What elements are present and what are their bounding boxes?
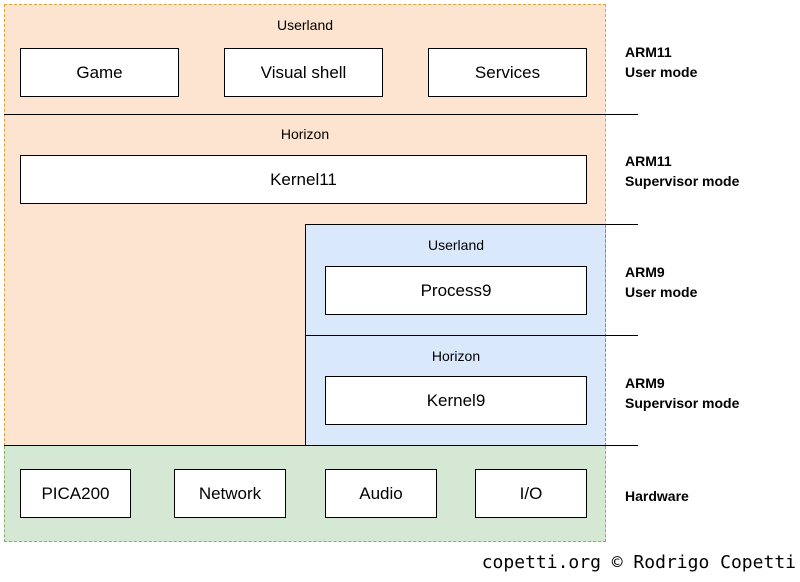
arm9-userland-title: Userland [427,237,485,253]
divider-user-supervisor-arm11 [4,114,638,115]
kernel9-box: Kernel9 [325,376,587,425]
game-box: Game [20,48,179,97]
mode-label-arm11-supervisor: ARM11 Supervisor mode [625,151,739,191]
divider-hardware [4,445,638,446]
divider-arm9-user-supervisor [305,335,638,336]
divider-arm9-left [305,224,306,446]
arm11-horizon-title: Horizon [280,126,330,142]
visual-shell-box: Visual shell [224,48,383,97]
arm11-userland-title: Userland [276,17,334,33]
credit-text: copetti.org © Rodrigo Copetti [481,552,796,573]
mode-label-cpu: ARM9 [625,264,665,280]
pica200-box: PICA200 [20,469,131,518]
kernel11-box: Kernel11 [20,155,587,204]
process9-box: Process9 [325,266,587,315]
mode-label-hardware: Hardware [625,486,689,506]
mode-label-arm11-user: ARM11 User mode [625,42,697,82]
mode-label-cpu: Hardware [625,488,689,504]
mode-label-arm9-supervisor: ARM9 Supervisor mode [625,373,739,413]
mode-label-mode: User mode [625,284,698,300]
mode-label-mode: User mode [625,64,698,80]
mode-label-cpu: ARM11 [625,44,672,60]
divider-arm9-top [305,224,638,225]
mode-label-mode: Supervisor mode [625,173,740,189]
mode-label-mode: Supervisor mode [625,395,740,411]
network-box: Network [174,469,286,518]
audio-box: Audio [325,469,437,518]
mode-label-cpu: ARM9 [625,375,665,391]
services-box: Services [428,48,587,97]
io-box: I/O [475,469,587,518]
arm9-horizon-title: Horizon [431,348,481,364]
mode-label-arm9-user: ARM9 User mode [625,262,697,302]
mode-label-cpu: ARM11 [625,153,672,169]
